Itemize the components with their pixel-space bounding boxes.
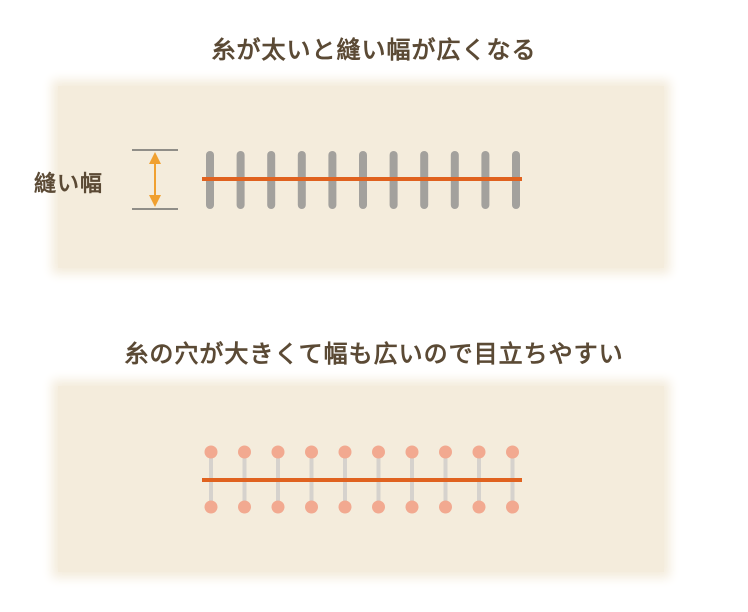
needle-hole <box>338 500 352 514</box>
needle-hole <box>372 500 385 514</box>
needle-hole <box>204 445 218 459</box>
arrow-up-icon <box>149 152 161 164</box>
needle-hole <box>405 445 419 459</box>
needle-hole <box>204 500 218 514</box>
needle-hole <box>506 445 519 459</box>
arrow-down-icon <box>149 195 161 207</box>
needle-hole <box>305 445 318 459</box>
needle-hole <box>238 445 251 459</box>
needle-hole <box>405 500 419 514</box>
needle-hole <box>439 500 452 514</box>
needle-hole <box>372 445 385 459</box>
needle-hole <box>271 445 285 459</box>
width-dimension-indicator <box>132 149 178 210</box>
heading-thick-thread: 糸が太いと縫い幅が広くなる <box>211 36 537 64</box>
needle-hole <box>305 500 318 514</box>
needle-hole <box>338 445 352 459</box>
needle-hole <box>472 445 486 459</box>
needle-hole <box>472 500 486 514</box>
stitch-width-label: 縫い幅 <box>34 172 104 197</box>
needle-hole <box>238 500 251 514</box>
needle-hole <box>439 445 452 459</box>
needle-hole <box>271 500 285 514</box>
heading-large-holes: 糸の穴が大きくて幅も広いので目立ちやすい <box>124 340 624 368</box>
needle-hole <box>506 500 519 514</box>
